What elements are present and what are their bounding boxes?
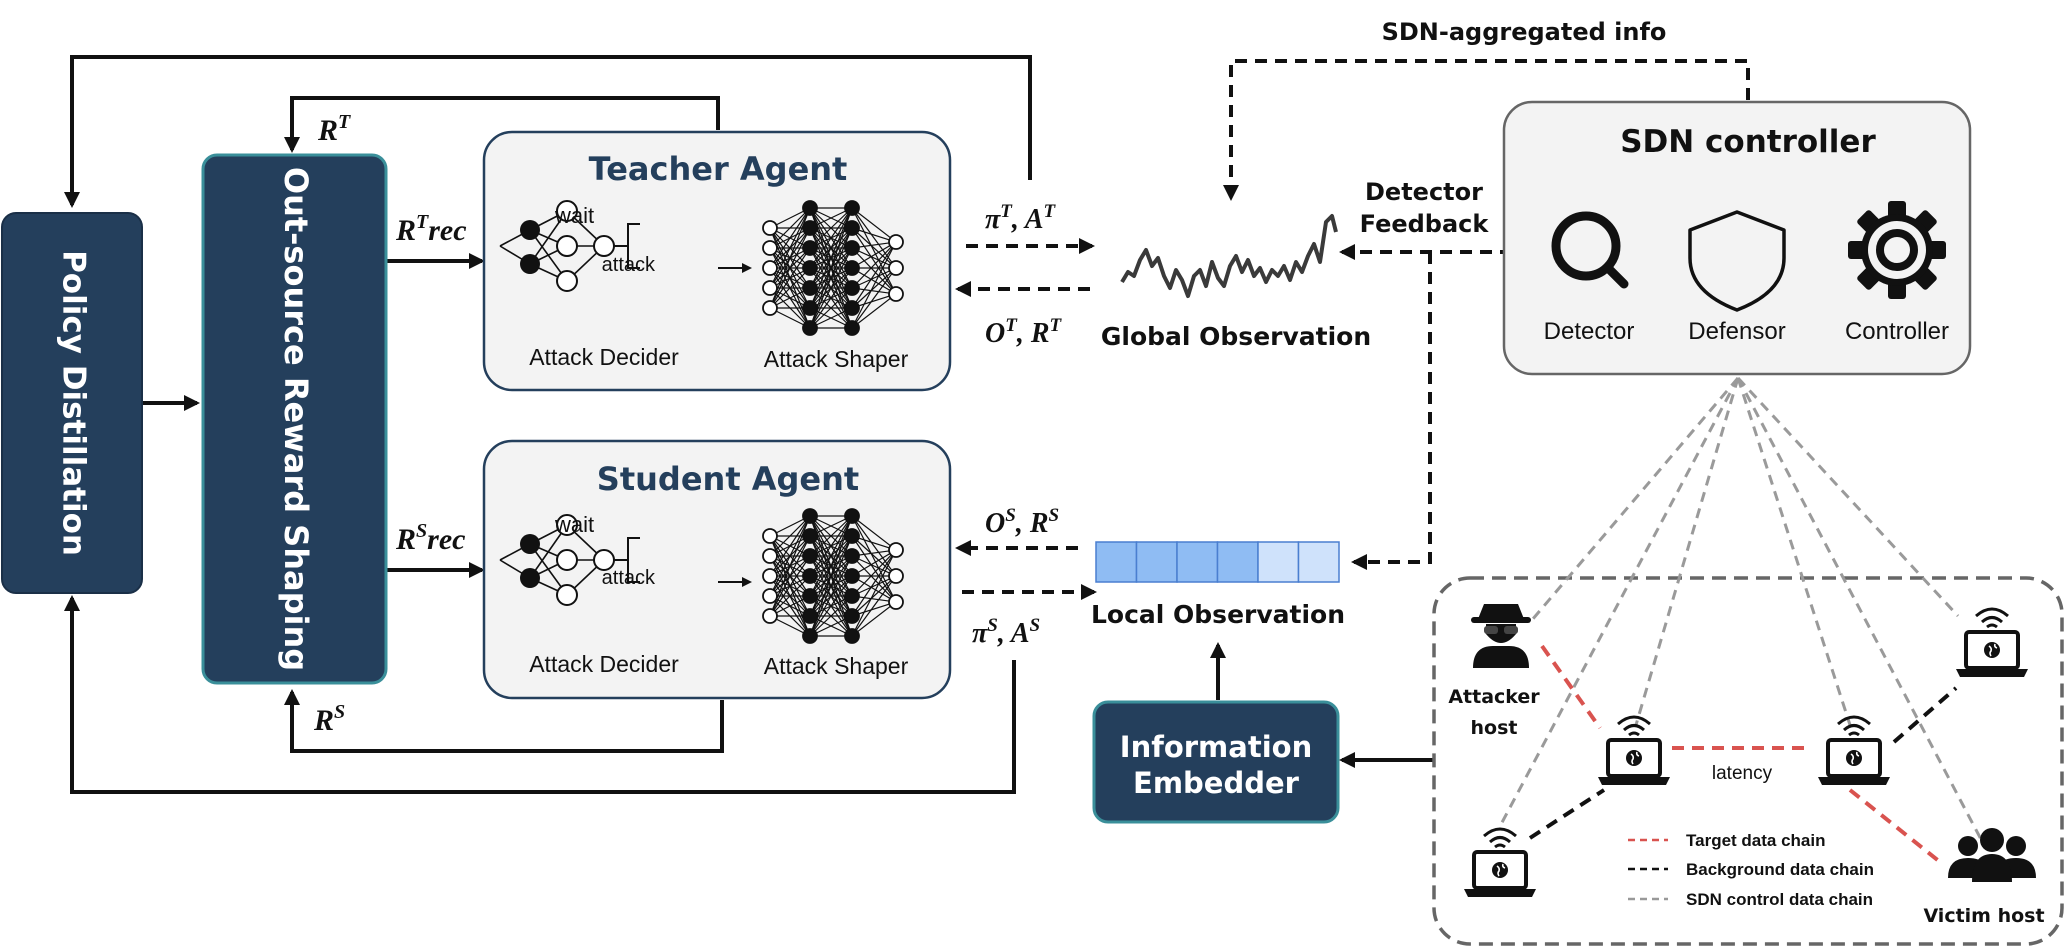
- reward-label-rs: RS: [313, 701, 345, 737]
- victim-label: Victim host: [1923, 905, 2044, 927]
- magnifier-icon: [1551, 211, 1629, 289]
- local-observation-label: Local Observation: [1091, 600, 1345, 629]
- detector-feedback-line2: Feedback: [1360, 210, 1490, 238]
- reward-shaping-block: Out-source Reward Shaping: [201, 153, 388, 685]
- student-shaper-label: Attack Shaper: [764, 653, 909, 679]
- teacher-shaper-label: Attack Shaper: [764, 346, 909, 372]
- student-wait-label: wait: [554, 512, 594, 537]
- background-data-chain: [1528, 686, 1958, 840]
- information-embedder-line2: Embedder: [1133, 766, 1300, 800]
- attacker-label-line1: Attacker: [1448, 686, 1540, 708]
- policy-distillation-block: Policy Distillation: [1, 212, 143, 594]
- reward-shaping-label: Out-source Reward Shaping: [277, 167, 315, 671]
- sdn-controller-panel: SDN controller Detect: [1502, 100, 1972, 376]
- student-action-label: πS, AS: [972, 615, 1040, 649]
- student-attack-label: attack: [602, 567, 656, 589]
- legend-label-target: Target data chain: [1686, 831, 1826, 850]
- loop-teacher-to-distillation: [64, 55, 1032, 208]
- loop-student-to-distillation: [64, 595, 1016, 794]
- observation-cell: [1095, 541, 1138, 583]
- teacher-agent-title: Teacher Agent: [589, 150, 848, 188]
- teacher-attack-shaper-net: [762, 200, 904, 336]
- legend-label-sdn: SDN control data chain: [1686, 890, 1873, 909]
- attacker-label-line2: host: [1471, 717, 1518, 739]
- policy-distillation-label: Policy Distillation: [56, 250, 92, 556]
- reward-label-rt: RT: [317, 111, 351, 147]
- shield-icon: [1688, 210, 1786, 312]
- sdn-control-links: [1496, 376, 1986, 846]
- sdn-controller-title: SDN controller: [1620, 124, 1876, 160]
- teacher-obs-label: OT, RT: [985, 315, 1063, 349]
- teacher-attack-decider-net: [499, 200, 752, 292]
- observation-cell: [1216, 541, 1259, 583]
- student-attack-shaper-net: [762, 508, 904, 644]
- target-data-chain: [1540, 644, 1942, 864]
- loop-teacher-reward: [284, 96, 720, 153]
- agent-observation-arrows: [955, 238, 1097, 600]
- network-legend: Target data chain Background data chain …: [1628, 831, 1874, 909]
- sdn-aggregated-path: [1223, 59, 1750, 201]
- reward-label-rs-rec: RSrec: [395, 520, 465, 556]
- teacher-action-label: πT, AT: [985, 201, 1057, 235]
- loop-student-reward: [284, 689, 724, 753]
- student-obs-label: OS, RS: [985, 505, 1059, 539]
- sdn-item-defensor-label: Defensor: [1688, 318, 1785, 345]
- laptop-icon: [1462, 827, 1538, 899]
- observation-cell: [1257, 541, 1300, 583]
- observation-cell: [1297, 541, 1340, 583]
- information-embedder-line1: Information: [1120, 730, 1312, 764]
- latency-label: latency: [1712, 763, 1773, 784]
- reward-label-rt-rec: RTrec: [395, 211, 467, 247]
- legend-label-background: Background data chain: [1686, 860, 1874, 879]
- student-attack-decider-net: [499, 514, 752, 606]
- global-observation-signal: [1120, 214, 1338, 298]
- laptop-icon: [1596, 715, 1672, 787]
- global-observation-label: Global Observation: [1101, 322, 1371, 351]
- laptop-icon: [1816, 715, 1892, 787]
- teacher-attack-label: attack: [602, 254, 656, 276]
- information-embedder-block: Information Embedder: [1092, 700, 1340, 824]
- sdn-item-controller-label: Controller: [1845, 318, 1949, 345]
- network-region: Attacker host latency Victim host Target…: [1432, 376, 2064, 946]
- teacher-agent-panel: Teacher Agent wait attack Attack Decider…: [482, 130, 952, 392]
- detector-feedback-line1: Detector: [1365, 178, 1483, 206]
- sdn-aggregated-label: SDN-aggregated info: [1382, 18, 1667, 46]
- feedback-loops: [64, 55, 1032, 794]
- observation-cell: [1176, 541, 1219, 583]
- student-agent-panel: Student Agent wait attack Attack Decider…: [482, 439, 952, 700]
- teacher-wait-label: wait: [554, 203, 594, 228]
- observation-cell: [1135, 541, 1178, 583]
- laptop-icon: [1954, 607, 2030, 679]
- teacher-decider-label: Attack Decider: [529, 344, 679, 370]
- student-decider-label: Attack Decider: [529, 651, 679, 677]
- victim-group-icon: [1948, 828, 2036, 882]
- local-observation-buffer: [1095, 541, 1340, 583]
- gear-icon: [1848, 201, 1946, 299]
- sdn-item-detector-label: Detector: [1544, 318, 1635, 345]
- detector-feedback-path: [1339, 244, 1532, 570]
- attacker-icon: [1471, 604, 1531, 668]
- student-agent-title: Student Agent: [597, 460, 859, 498]
